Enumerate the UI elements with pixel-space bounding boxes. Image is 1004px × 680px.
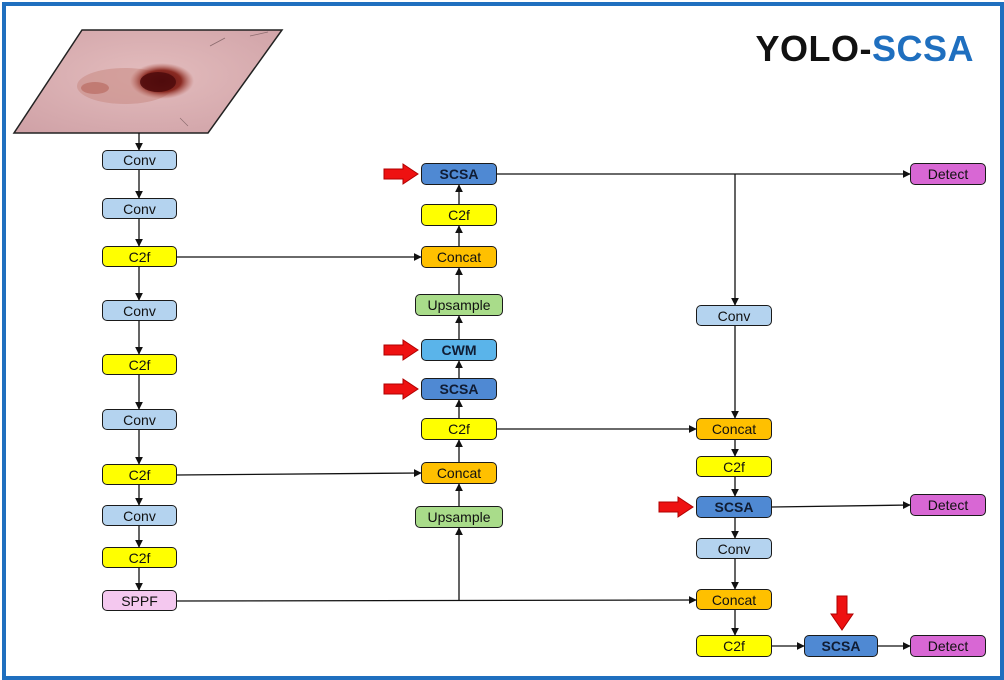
backbone-block-9: C2f [102, 547, 177, 568]
neck-scsa-top: SCSA [421, 163, 497, 185]
neck-cwm: CWM [421, 339, 497, 361]
red-arrow-icon [383, 378, 419, 400]
head-conv-top: Conv [696, 305, 772, 326]
detect-output-1: Detect [910, 163, 986, 185]
neck-upsample-bottom: Upsample [415, 506, 503, 528]
backbone-block-5: C2f [102, 354, 177, 375]
title-prefix: YOLO- [755, 28, 872, 69]
neck-concat-top: Concat [421, 246, 497, 268]
neck-c2f-mid: C2f [421, 418, 497, 440]
head-c2f-mid: C2f [696, 456, 772, 477]
detect-output-3: Detect [910, 635, 986, 657]
backbone-block-4: Conv [102, 300, 177, 321]
backbone-block-8: Conv [102, 505, 177, 526]
title-suffix: SCSA [871, 28, 974, 69]
head-conv-bottom: Conv [696, 538, 772, 559]
backbone-block-1: Conv [102, 150, 177, 170]
input-image [12, 29, 284, 134]
backbone-block-7: C2f [102, 464, 177, 485]
neck-upsample-top: Upsample [415, 294, 503, 316]
red-arrow-icon [383, 163, 419, 185]
red-arrow-icon [658, 496, 694, 518]
backbone-block-6: Conv [102, 409, 177, 430]
backbone-block-3: C2f [102, 246, 177, 267]
head-concat-mid: Concat [696, 418, 772, 440]
head-scsa-mid: SCSA [696, 496, 772, 518]
head-scsa-bottom: SCSA [804, 635, 878, 657]
diagram-title: YOLO-SCSA [755, 28, 974, 70]
neck-c2f-top: C2f [421, 204, 497, 226]
head-concat-bottom: Concat [696, 589, 772, 610]
backbone-block-2: Conv [102, 198, 177, 219]
red-arrow-icon [830, 595, 854, 631]
neck-concat-bottom: Concat [421, 462, 497, 484]
backbone-block-sppf: SPPF [102, 590, 177, 611]
neck-scsa-mid: SCSA [421, 378, 497, 400]
detect-output-2: Detect [910, 494, 986, 516]
red-arrow-icon [383, 339, 419, 361]
head-c2f-bottom: C2f [696, 635, 772, 657]
